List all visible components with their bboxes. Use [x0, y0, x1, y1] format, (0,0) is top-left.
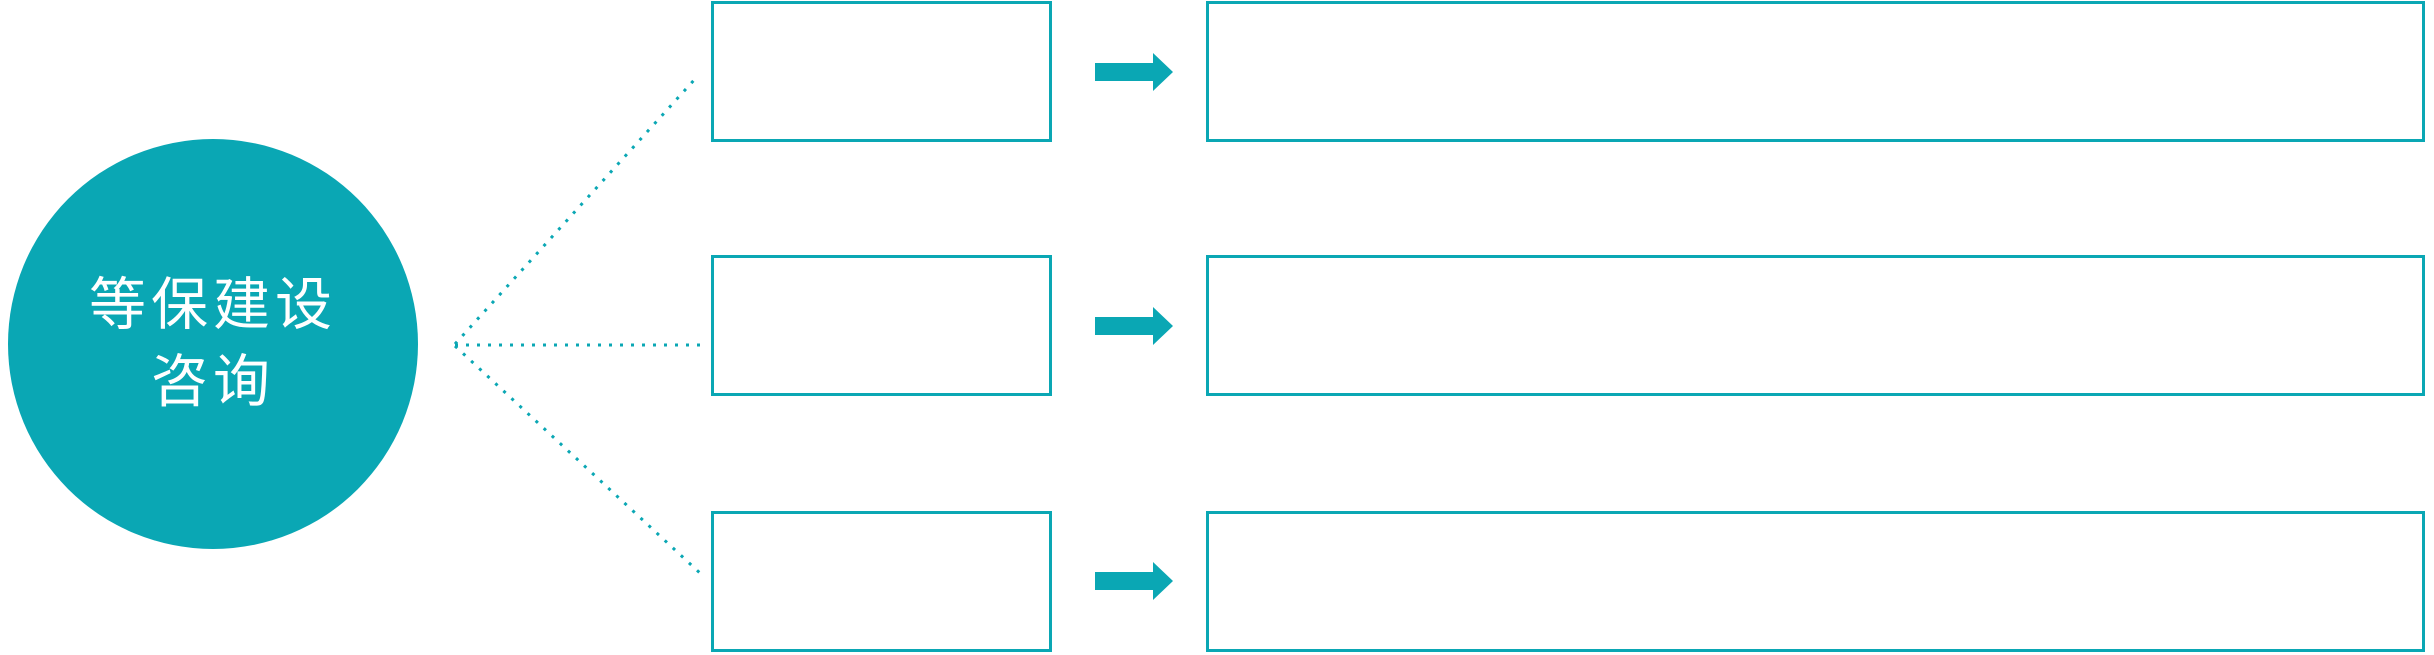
category-box-3 — [711, 511, 1052, 652]
hub-label-line2: 咨询 — [151, 350, 275, 414]
description-box-2 — [1206, 255, 2425, 396]
category-box-1 — [711, 1, 1052, 142]
connector-line-top — [453, 77, 697, 346]
right-arrow-icon — [1095, 562, 1173, 600]
description-box-3 — [1206, 511, 2425, 652]
category-box-2 — [711, 255, 1052, 396]
hub-label-line1: 等保建设 — [89, 273, 337, 337]
hub-circle: 等保建设 咨询 — [8, 139, 418, 549]
right-arrow-icon — [1095, 53, 1173, 91]
right-arrow-icon — [1095, 307, 1173, 345]
connector-line-bottom — [453, 344, 703, 576]
description-box-1 — [1206, 1, 2425, 142]
